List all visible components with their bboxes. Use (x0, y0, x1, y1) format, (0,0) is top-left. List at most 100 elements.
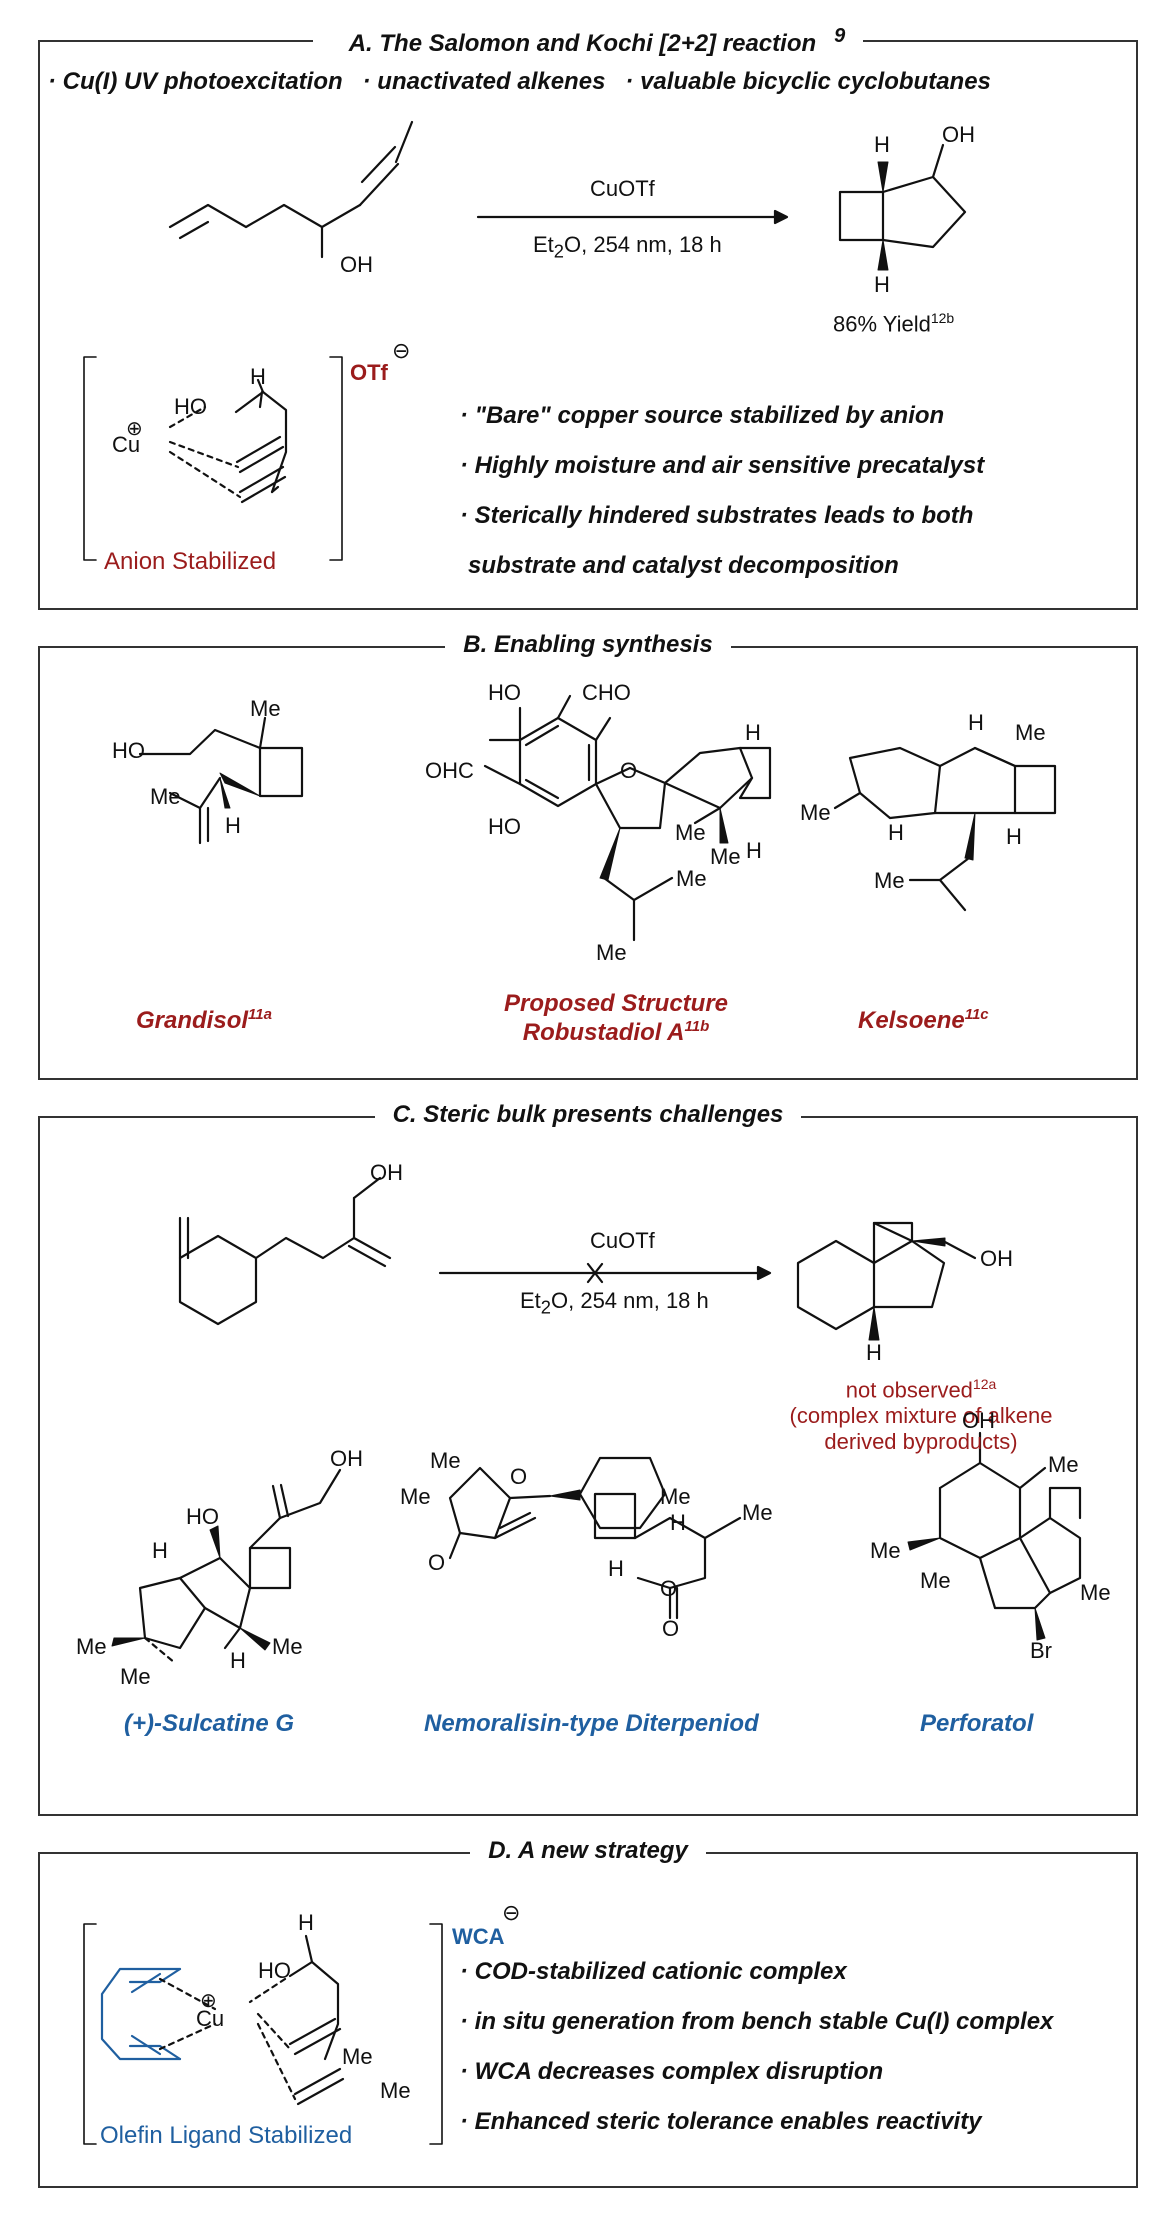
bullet-a-2: · Highly moisture and air sensitive prec… (460, 452, 985, 479)
perforatol-me2: Me (870, 1538, 901, 1563)
kelsoene-name: Kelsoene11c (858, 1006, 989, 1035)
panel-a-features: · Cu(I) UV photoexcitation · unactivated… (48, 68, 991, 95)
kelsoene-me1: Me (1015, 720, 1046, 745)
cond-post: O, 254 nm, 18 h (564, 232, 722, 257)
panel-a-conditions: Et2O, 254 nm, 18 h (533, 232, 722, 262)
nemoralisin-o2: O (428, 1550, 446, 1575)
sulcatine-h2: H (230, 1648, 246, 1673)
panel-d-title-text: D. A new strategy (470, 1837, 706, 1864)
robustadiol-name-line2: Robustadiol A (522, 1019, 685, 1046)
complex-label: Anion Stabilized (104, 548, 277, 575)
kelsoene-name-text: Kelsoene (858, 1007, 965, 1034)
product-oh: OH (942, 122, 975, 147)
robustadiol-ref: 11b (684, 1018, 710, 1035)
perforatol-name: Perforatol (920, 1710, 1034, 1737)
perforatol-br: Br (1030, 1638, 1052, 1663)
nemoralisin-h1: H (670, 1510, 686, 1535)
sulcatine-me2: Me (120, 1664, 151, 1689)
robustadiol-name-line1: Proposed Structure (503, 990, 729, 1017)
product-h-bottom: H (874, 272, 890, 297)
nemoralisin-o1: O (510, 1464, 528, 1489)
robustadiol-me4: Me (596, 940, 627, 965)
sulcatine-oh: OH (330, 1446, 363, 1471)
c-substrate-oh: OH (370, 1160, 403, 1185)
d-counterion: WCA (452, 1924, 505, 1949)
substrate-oh: OH (340, 252, 373, 277)
kelsoene-ref: 11c (964, 1006, 989, 1023)
panel-d-title: D. A new strategy (40, 1837, 1136, 1865)
kelsoene-h1: H (968, 710, 984, 735)
d-complex-ho: HO (258, 1958, 291, 1983)
c-product-oh: OH (980, 1246, 1013, 1271)
panel-a-substrate-structure (83, 120, 967, 561)
d-complex-me2: Me (380, 2078, 411, 2103)
d-complex-h: H (298, 1910, 314, 1935)
nemoralisin-me2: Me (400, 1484, 431, 1509)
panel-c-reagent: CuOTf (590, 1228, 655, 1253)
nemoralisin-h2: H (608, 1556, 624, 1581)
nemoralisin-me3: Me (660, 1484, 691, 1509)
bullet-a-3: · Sterically hindered substrates leads t… (460, 502, 974, 529)
grandisol-name: Grandisol11a (136, 1006, 272, 1035)
kelsoene-h3: H (1006, 824, 1022, 849)
result-line3: derived byproducts) (824, 1429, 1018, 1455)
panel-c-result: not observed12a(complex mixture of alken… (756, 1376, 1086, 1455)
bullet-d-4: · Enhanced steric tolerance enables reac… (460, 2108, 982, 2135)
panel-c-structures (111, 1176, 1082, 1665)
counterion-charge: ⊖ (392, 338, 411, 363)
robustadiol-me3: Me (676, 866, 707, 891)
cond-sub: 2 (553, 240, 564, 262)
nemoralisin-o4: O (662, 1616, 680, 1641)
robustadiol-me2: Me (710, 844, 741, 869)
nemoralisin-me4: Me (742, 1500, 773, 1525)
bullet-d-1: · COD-stabilized cationic complex (460, 1958, 847, 1985)
sulcatine-me1: Me (76, 1634, 107, 1659)
complex-cu: Cu (112, 432, 141, 457)
panel-b: B. Enabling synthesis (38, 631, 1138, 1080)
d-complex-me1: Me (342, 2044, 373, 2069)
robustadiol-ho-bottom: HO (488, 814, 521, 839)
grandisol-ho: HO (112, 738, 145, 763)
robustadiol-h2: H (746, 838, 762, 863)
robustadiol-h1: H (745, 720, 761, 745)
robustadiol-cho: CHO (582, 680, 631, 705)
robustadiol-o: O (620, 758, 638, 783)
bullet-a-1: · "Bare" copper source stabilized by ani… (460, 402, 945, 429)
c-cond-post: O, 254 nm, 18 h (551, 1288, 709, 1313)
grandisol-me: Me (250, 696, 281, 721)
result-line2: (complex mixture of alkene (789, 1403, 1053, 1429)
c-cond-sub: 2 (540, 1296, 551, 1318)
bullet-d-2: · in situ generation from bench stable C… (460, 2008, 1054, 2035)
robustadiol-me1: Me (675, 820, 706, 845)
complex-h: H (250, 364, 266, 389)
yield-ref: 12b (930, 310, 955, 326)
complex-plus: ⊕ (126, 418, 143, 440)
grandisol-me2: Me (150, 784, 181, 809)
nemoralisin-name: Nemoralisin-type Diterpeniod (424, 1710, 759, 1737)
perforatol-me3: Me (920, 1568, 951, 1593)
grandisol-name-text: Grandisol (136, 1007, 249, 1034)
d-complex-label: Olefin Ligand Stabilized (100, 2122, 353, 2149)
panel-b-structures (138, 694, 1057, 942)
panel-b-title: B. Enabling synthesis (40, 631, 1136, 659)
panel-c: C. Steric bulk presents challenges (38, 1101, 1138, 1816)
panel-c-title-text: C. Steric bulk presents challenges (374, 1101, 802, 1128)
complex-ho: HO (174, 394, 207, 419)
perforatol-oh: OH (962, 1408, 995, 1433)
kelsoene-me3: Me (874, 868, 905, 893)
perforatol-me1: Me (1048, 1452, 1079, 1477)
d-complex-cu: Cu (196, 2006, 225, 2031)
cond-pre: Et (533, 232, 554, 257)
product-h-top: H (874, 132, 890, 157)
d-counterion-charge: ⊖ (502, 1900, 521, 1925)
panel-a-yield: 86% Yield12b (833, 310, 954, 337)
grandisol-h: H (225, 813, 241, 838)
panel-a-title-ref: 9 (834, 25, 846, 47)
perforatol-me4: Me (1080, 1580, 1111, 1605)
sulcatine-me3: Me (272, 1634, 303, 1659)
bullet-a-4: substrate and catalyst decomposition (468, 552, 899, 579)
panel-d: D. A new strategy H HO ⊕ Cu Me Me WCA ⊖ … (38, 1837, 1138, 2188)
result-line1: not observed (845, 1377, 973, 1403)
